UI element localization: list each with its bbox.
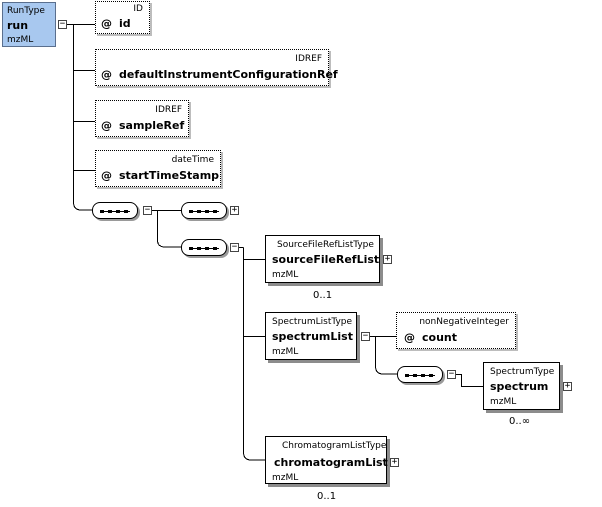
wire-seq-to-seq2 — [157, 210, 181, 248]
sequence-compositor-icon[interactable] — [181, 239, 227, 256]
run-type: RunType — [7, 6, 45, 16]
attribute-count-type: nonNegativeInteger — [419, 317, 509, 327]
sourcefilereflist-type: SourceFileRefListType — [277, 240, 374, 250]
attribute-starttimestamp-name: startTimeStamp — [119, 169, 220, 182]
sequence-compositor-icon[interactable] — [181, 202, 227, 219]
spectrumlist-collapse-toggle[interactable]: − — [361, 331, 370, 341]
attribute-sampleref-name: sampleRef — [119, 119, 185, 132]
attribute-count[interactable]: nonNegativeInteger @ count — [396, 312, 516, 349]
sequence-expand-toggle[interactable]: + — [230, 205, 239, 215]
element-run[interactable]: RunType run mzML — [2, 2, 56, 47]
spectrum-name: spectrum — [490, 380, 549, 393]
attribute-marker: @ — [101, 169, 112, 182]
run-namespace: mzML — [7, 35, 34, 45]
attribute-starttimestamp-type: dateTime — [171, 155, 214, 165]
attribute-marker: @ — [404, 331, 415, 344]
spectrum-type: SpectrumType — [490, 367, 555, 377]
attribute-marker: @ — [101, 119, 112, 132]
chromatogramlist-type: ChromatogramListType — [282, 441, 387, 451]
attribute-marker: @ — [101, 68, 112, 81]
attribute-defaultinstrumentconfigurationref[interactable]: IDREF @ defaultInstrumentConfigurationRe… — [95, 49, 338, 86]
sourcefilereflist-expand-toggle[interactable]: + — [383, 254, 392, 264]
spectrumlist-name: spectrumList — [272, 330, 353, 343]
chromatogramlist-cardinality: 0..1 — [317, 491, 337, 502]
chromatogramlist-namespace: mzML — [272, 473, 299, 483]
wire-to-seq3 — [375, 336, 397, 375]
attribute-id[interactable]: ID @ id — [95, 1, 150, 34]
spectrum-cardinality: 0..∞ — [509, 416, 531, 427]
element-sourcefilereflist[interactable]: SourceFileRefListType sourceFileRefList … — [265, 235, 380, 283]
spectrum-expand-toggle[interactable]: + — [563, 381, 572, 391]
element-chromatogramlist[interactable]: ChromatogramListType chromatogramList mz… — [265, 436, 388, 484]
element-spectrumlist[interactable]: SpectrumListType spectrumList mzML — [265, 312, 357, 360]
chromatogramlist-expand-toggle[interactable]: + — [390, 457, 399, 467]
sequence-collapse-toggle[interactable]: − — [230, 242, 239, 252]
run-name: run — [7, 19, 29, 32]
sequence-collapse-toggle[interactable]: − — [143, 205, 152, 215]
attribute-defaultref-name: defaultInstrumentConfigurationRef — [119, 68, 338, 81]
sourcefilereflist-cardinality: 0..1 — [313, 290, 333, 301]
element-spectrum[interactable]: SpectrumType spectrum mzML — [483, 362, 560, 410]
sourcefilereflist-namespace: mzML — [272, 270, 299, 280]
spectrumlist-type: SpectrumListType — [272, 317, 353, 327]
attribute-sampleref-type: IDREF — [155, 105, 182, 115]
chromatogramlist-name: chromatogramList — [274, 456, 388, 469]
attribute-defaultref-type: IDREF — [295, 54, 322, 64]
run-collapse-toggle[interactable]: − — [58, 19, 67, 29]
attribute-id-name: id — [119, 17, 131, 30]
spectrumlist-namespace: mzML — [272, 347, 299, 357]
attribute-id-type: ID — [133, 4, 143, 14]
attribute-marker: @ — [101, 17, 112, 30]
wire-seq2-trunk — [243, 247, 265, 461]
sequence-compositor-icon[interactable] — [397, 366, 443, 383]
wire-spectrum — [456, 374, 483, 387]
sourcefilereflist-name: sourceFileRefList — [272, 253, 380, 266]
sequence-collapse-toggle[interactable]: − — [447, 369, 456, 379]
spectrum-namespace: mzML — [490, 397, 517, 407]
wire-trunk — [73, 24, 92, 211]
attribute-starttimestamp[interactable]: dateTime @ startTimeStamp — [95, 150, 221, 187]
attribute-sampleref[interactable]: IDREF @ sampleRef — [95, 100, 189, 137]
sequence-compositor-icon[interactable] — [92, 202, 138, 219]
attribute-count-name: count — [422, 331, 457, 344]
